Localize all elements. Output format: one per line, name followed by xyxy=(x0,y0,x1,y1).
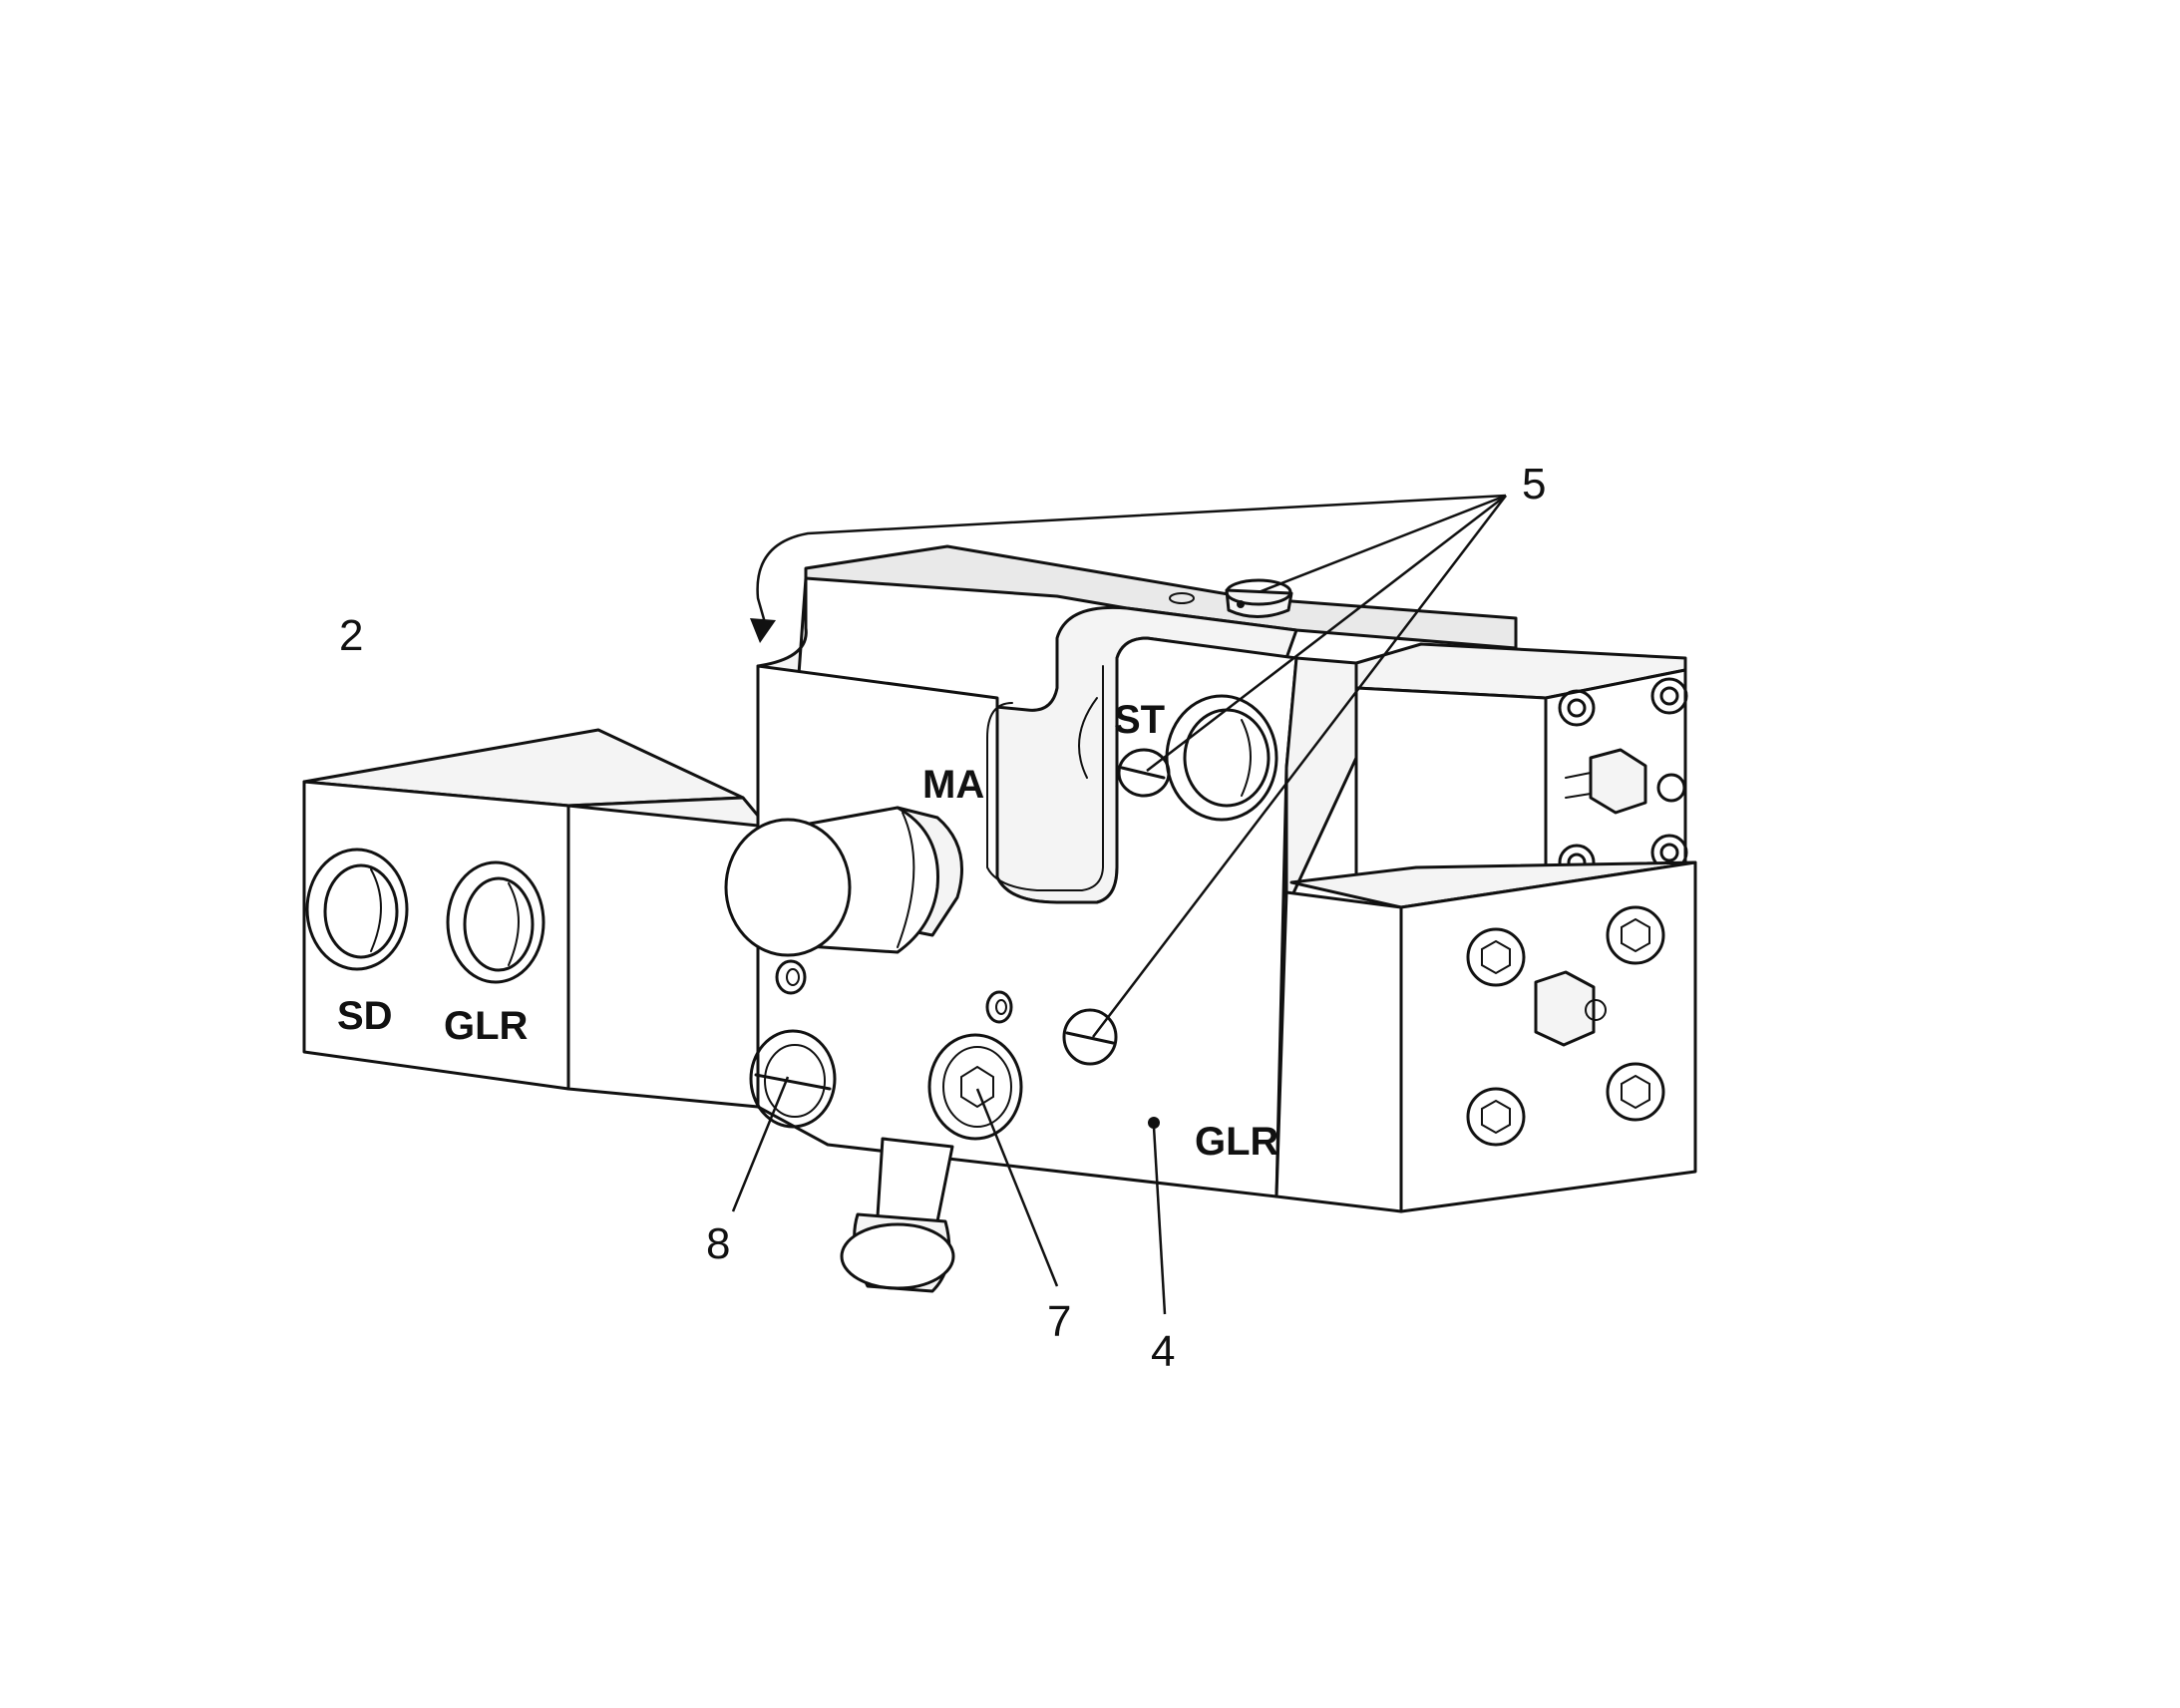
small-plug-center xyxy=(985,990,1013,1024)
port-label-glr-left: GLR xyxy=(444,1004,529,1048)
view-number: 2 xyxy=(339,611,363,660)
sd-port xyxy=(305,848,409,971)
right-lower-block xyxy=(1274,860,1697,1213)
slotted-plug-st xyxy=(1117,748,1171,798)
callout-8: 8 xyxy=(706,1219,730,1268)
curved-arrow-icon xyxy=(750,494,1507,643)
top-plug xyxy=(1225,578,1293,618)
dot-callout-4 xyxy=(1148,1117,1160,1129)
middle-lower-block xyxy=(566,796,770,1109)
upper-block-screws xyxy=(1558,677,1688,881)
port-label-sd: SD xyxy=(337,994,393,1038)
hex-socket-screw-item-7 xyxy=(927,1033,1023,1141)
callout-4: 4 xyxy=(1151,1327,1175,1376)
right-upper-block xyxy=(1354,642,1688,899)
port-label-ma: MA xyxy=(922,763,984,807)
small-plug-left xyxy=(775,959,807,995)
port-label-glr-front: GLR xyxy=(1195,1120,1279,1164)
left-port-block xyxy=(302,728,745,1091)
glr-left-port xyxy=(446,860,545,984)
bottom-stem xyxy=(840,1137,955,1293)
ma-fitting xyxy=(724,806,963,957)
lower-block-screws xyxy=(1466,905,1665,1147)
slotted-plug-front xyxy=(1062,1008,1118,1066)
callout-7: 7 xyxy=(1047,1297,1071,1346)
port-label-st: ST xyxy=(1114,698,1165,742)
slotted-plug-item-8 xyxy=(749,1029,837,1129)
leader-lines xyxy=(731,494,1507,1315)
callout-5: 5 xyxy=(1522,460,1546,509)
